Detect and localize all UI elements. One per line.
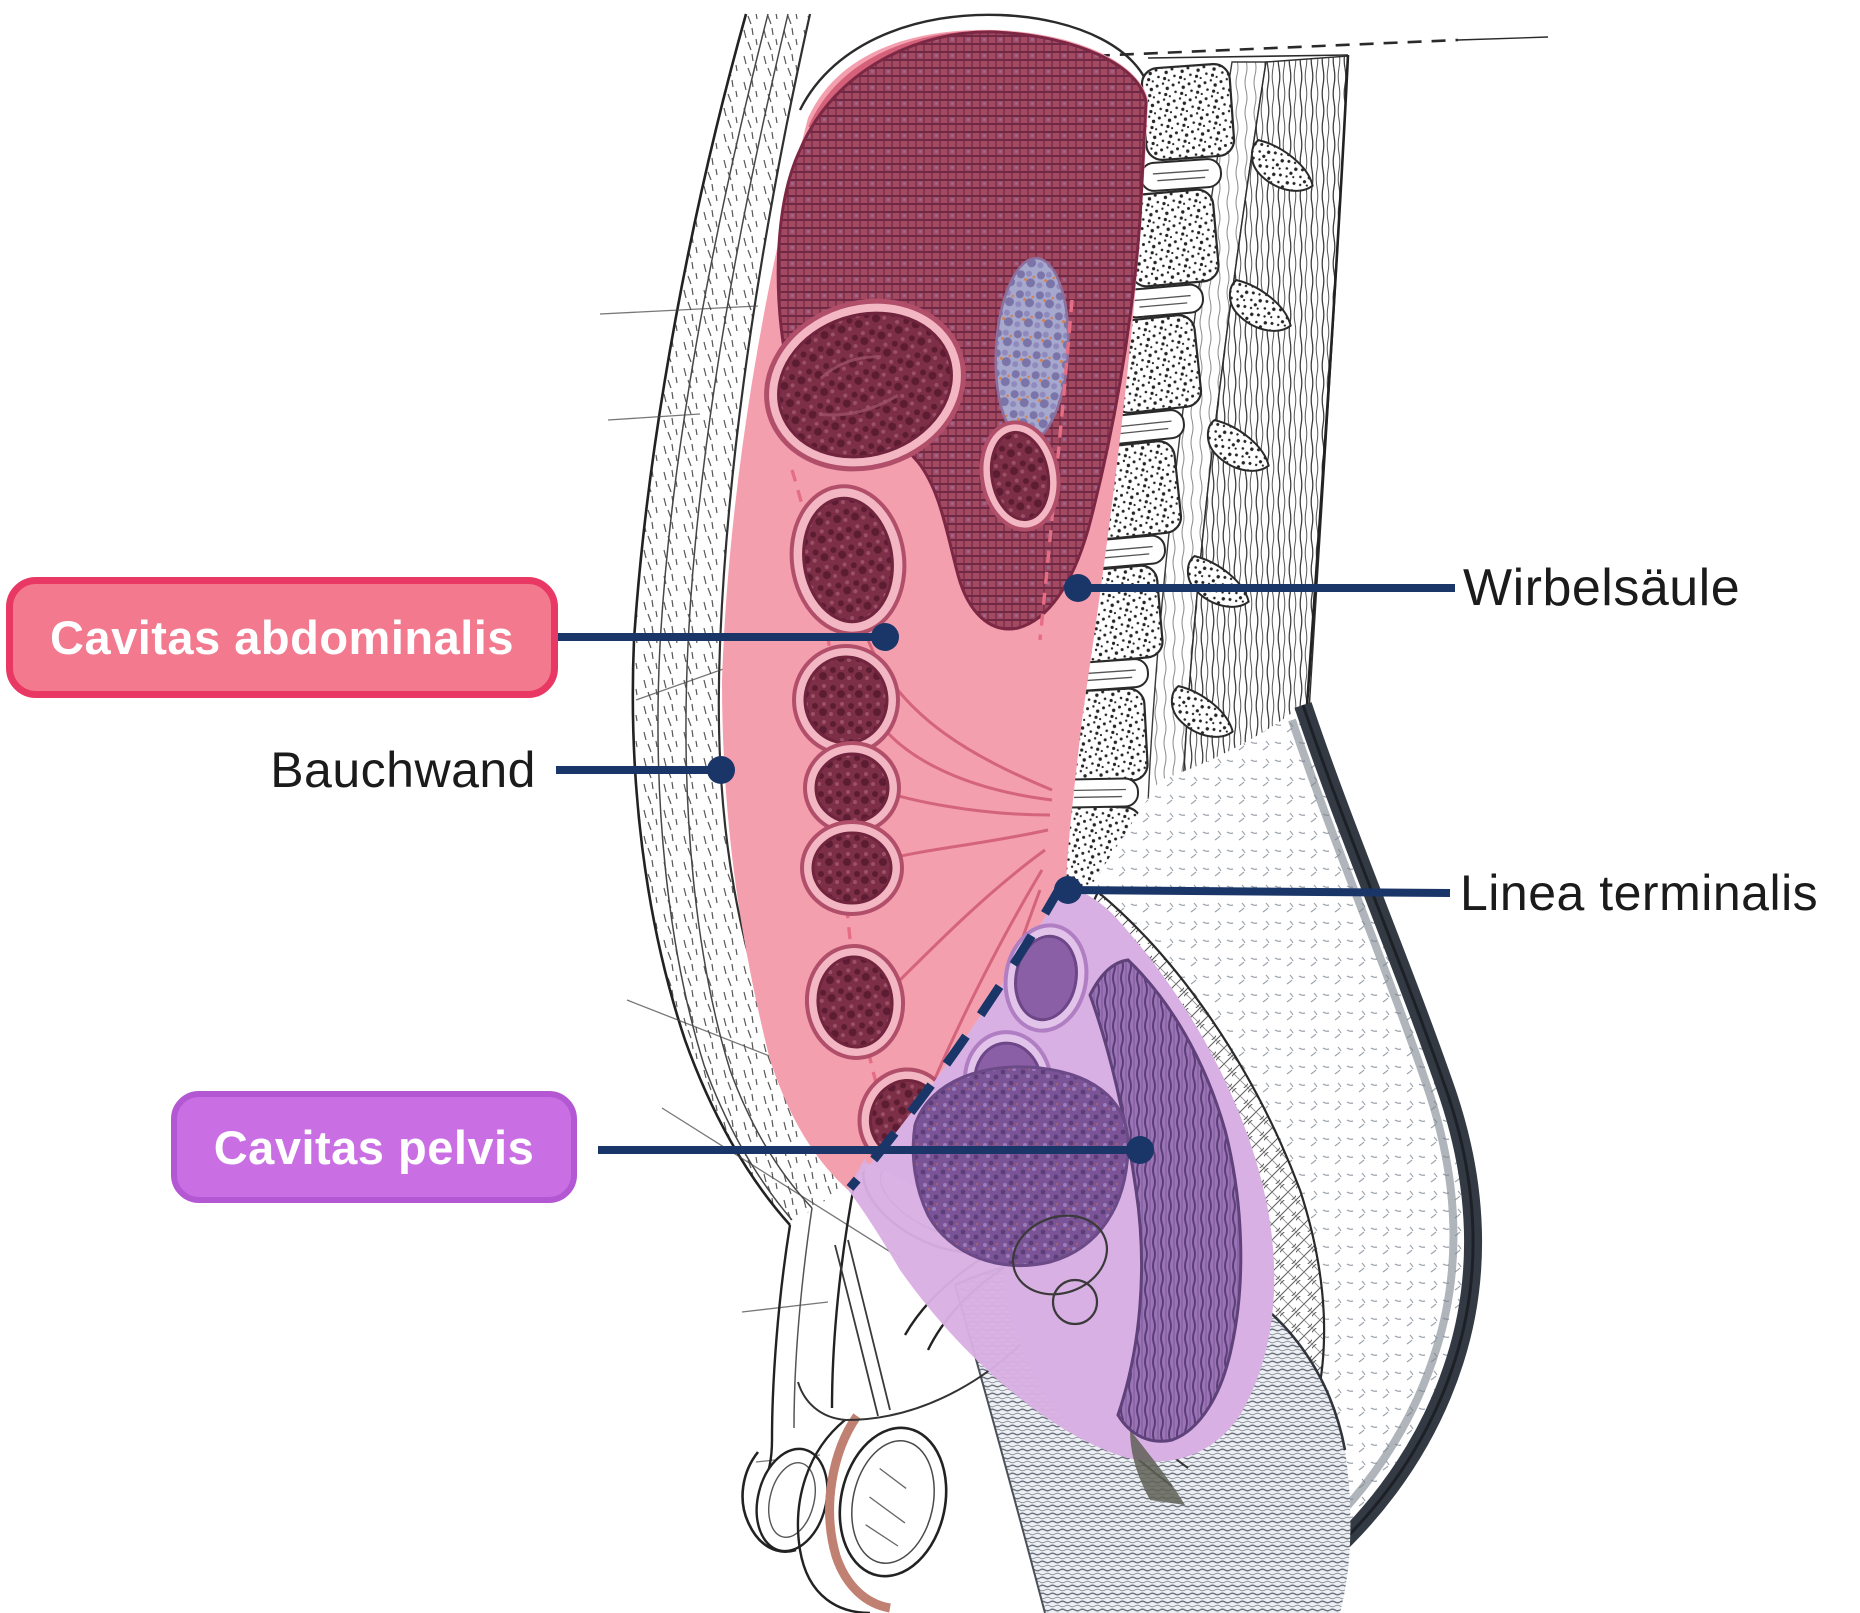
stomach xyxy=(764,298,966,472)
linea-terminalis-label: Linea terminalis xyxy=(1460,865,1819,921)
prostate-outline xyxy=(1011,1214,1109,1326)
leader-dots xyxy=(707,574,1154,1164)
external-genitalia xyxy=(741,1179,1189,1613)
dot-bauchwand xyxy=(707,756,735,784)
cavitas-pelvis-region xyxy=(848,884,1275,1505)
cavitas-pelvis-badge-label: Cavitas pelvis xyxy=(213,1120,535,1174)
cavitas-abdominalis-region xyxy=(722,29,1148,1190)
dot-cavitas-abdominalis xyxy=(871,623,899,651)
reference-line xyxy=(1457,36,1549,41)
spinous-processes xyxy=(1162,139,1314,857)
dot-wirbelsaeule xyxy=(1064,574,1092,602)
anal-region-tip xyxy=(1130,1430,1185,1505)
leader-lines xyxy=(556,584,1455,1154)
cavitas-abdominalis-badge[interactable]: Cavitas abdominalis xyxy=(6,577,558,698)
dot-linea-terminalis xyxy=(1054,876,1082,904)
rectum xyxy=(1088,958,1243,1443)
diaphragm-outline xyxy=(798,13,1152,111)
bladder xyxy=(911,1065,1130,1267)
cavitas-pelvis-badge[interactable]: Cavitas pelvis xyxy=(171,1091,577,1203)
cavitas-abdominalis-badge-label: Cavitas abdominalis xyxy=(50,611,514,664)
spine-top-line xyxy=(1147,54,1349,59)
leader-linea-terminalis xyxy=(1067,886,1451,897)
bauchwand-label: Bauchwand xyxy=(270,742,536,798)
wirbelsaeule-label: Wirbelsäule xyxy=(1463,559,1741,617)
dot-cavitas-pelvis xyxy=(1126,1136,1154,1164)
tunica-rim xyxy=(825,1413,891,1613)
